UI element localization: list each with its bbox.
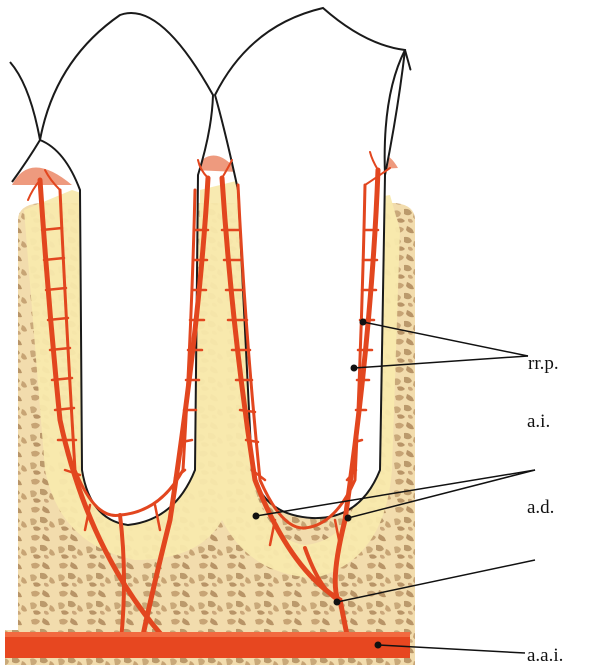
label-a-a-i: a.a.i. bbox=[527, 645, 563, 665]
label-a-i: a.i. bbox=[527, 411, 550, 432]
label-rr-p: rr.p. bbox=[528, 353, 559, 374]
label-a-d: a.d. bbox=[527, 497, 554, 518]
